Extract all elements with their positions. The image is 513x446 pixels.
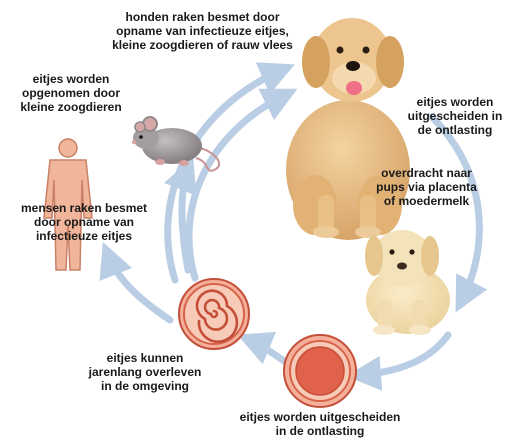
puppy-icon xyxy=(365,230,450,335)
label-eggs-survive: eitjes kunnen jarenlang overleven in de … xyxy=(70,351,220,393)
arrow-env-to-human xyxy=(108,255,170,320)
label-eggs-excreted-dog: eitjes worden uitgescheiden in de ontlas… xyxy=(400,95,510,137)
egg-icon xyxy=(284,335,356,407)
arrow-to-pup-eggs xyxy=(360,335,448,375)
arrow-env-to-dog-inner xyxy=(189,95,285,278)
coiled-egg-icon xyxy=(179,279,249,349)
label-transfer-pups: overdracht naar pups via placenta of moe… xyxy=(364,166,489,208)
label-dogs-infected: honden raken besmet door opname van infe… xyxy=(100,10,305,52)
arrow-dog-to-eggs xyxy=(432,117,479,300)
label-eggs-excreted-pup: eitjes worden uitgescheiden in de ontlas… xyxy=(215,410,425,438)
arrow-eggs-to-env xyxy=(250,340,290,365)
label-eggs-small-mammals: eitjes worden opgenomen door kleine zoog… xyxy=(5,72,137,114)
label-humans-infected: mensen raken besmet door opname van infe… xyxy=(4,201,164,243)
